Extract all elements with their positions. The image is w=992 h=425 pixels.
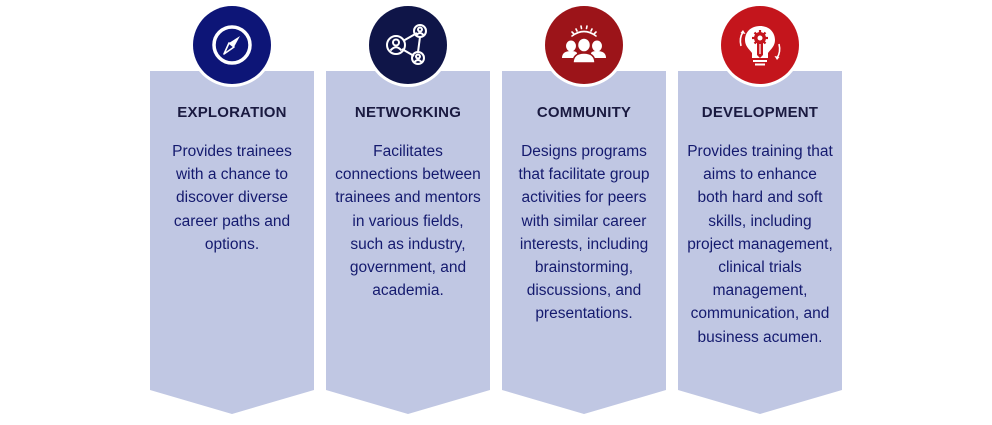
card-title: NETWORKING bbox=[354, 104, 462, 121]
card-description: Provides trainees with a chance to disco… bbox=[172, 143, 292, 253]
lightbulb-gear-pencil-icon bbox=[721, 6, 799, 84]
icon-badge bbox=[718, 3, 802, 87]
chevron-panel bbox=[678, 71, 842, 414]
chevron-panel bbox=[150, 71, 314, 414]
card-title: DEVELOPMENT bbox=[701, 104, 819, 121]
card-title: EXPLORATION bbox=[177, 104, 287, 121]
icon-badge bbox=[366, 3, 450, 87]
card-networking: NETWORKING Facilitates connections betwe… bbox=[326, 0, 490, 425]
card-community: COMMUNITY Designs programs that facilita… bbox=[502, 0, 666, 425]
compass-icon bbox=[193, 6, 271, 84]
chevron-panel bbox=[326, 71, 490, 414]
network-people-icon bbox=[369, 6, 447, 84]
card-description: Facilitates connections between trainees… bbox=[335, 143, 481, 300]
card-description: Designs programs that facilitate group a… bbox=[518, 143, 650, 323]
chevron-panel bbox=[502, 71, 666, 414]
card-title: COMMUNITY bbox=[536, 104, 632, 121]
icon-badge bbox=[190, 3, 274, 87]
icon-badge bbox=[542, 3, 626, 87]
card-development: DEVELOPMENT Provides training that aims … bbox=[678, 0, 842, 425]
card-exploration: EXPLORATION Provides trainees with a cha… bbox=[150, 0, 314, 425]
group-people-icon bbox=[545, 6, 623, 84]
card-description: Provides training that aims to enhance b… bbox=[687, 143, 833, 346]
